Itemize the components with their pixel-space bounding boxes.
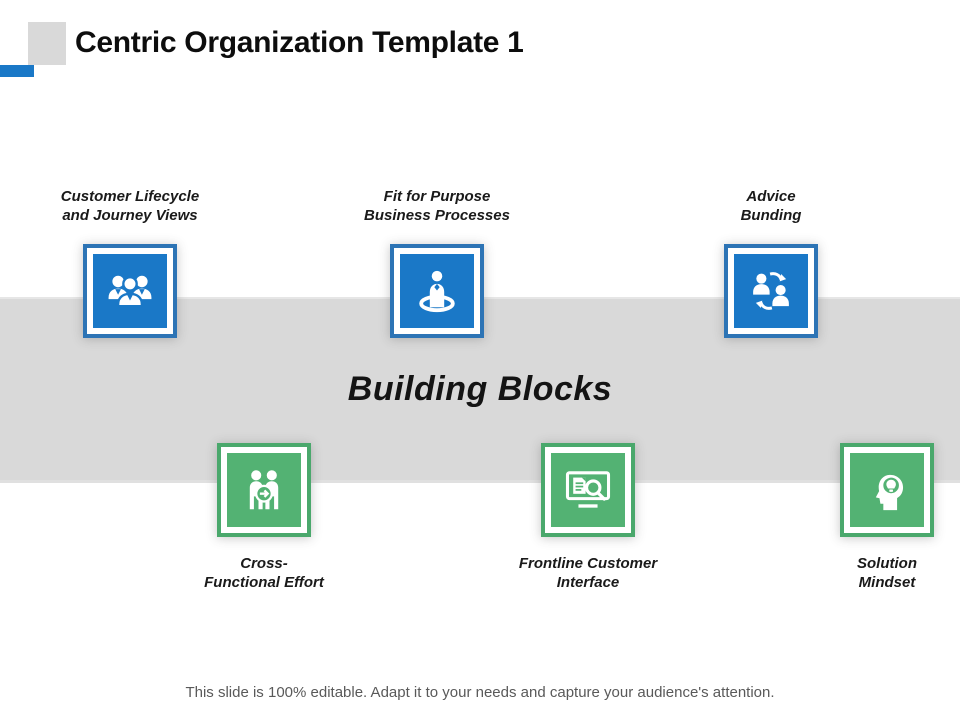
title-accent-bar bbox=[0, 65, 34, 77]
item-label: Customer Lifecycle and Journey Views bbox=[60, 187, 200, 224]
head-lightbulb-icon bbox=[865, 468, 909, 512]
monitor-search-icon bbox=[564, 469, 612, 511]
people-exchange-icon bbox=[749, 269, 793, 313]
item-label: Solution Mindset bbox=[857, 555, 917, 592]
team-icon bbox=[107, 271, 153, 311]
band-title: Building Blocks bbox=[347, 370, 613, 408]
top-item-customer-lifecycle: Customer Lifecycle and Journey Views bbox=[25, 183, 235, 338]
icon-block bbox=[217, 443, 311, 537]
page-title: Centric Organization Template 1 bbox=[75, 26, 524, 59]
item-label: Cross- Functional Effort bbox=[204, 555, 324, 592]
icon-block bbox=[541, 443, 635, 537]
title-accent-square bbox=[28, 22, 66, 65]
top-item-advice-bunding: Advice Bunding bbox=[666, 183, 876, 338]
person-placement-icon bbox=[414, 268, 460, 314]
bottom-item-cross-functional: Cross- Functional Effort bbox=[159, 443, 369, 592]
footer-note: This slide is 100% editable. Adapt it to… bbox=[185, 684, 775, 701]
bottom-item-frontline-interface: Frontline Customer Interface bbox=[483, 443, 693, 592]
icon-block bbox=[840, 443, 934, 537]
item-label: Advice Bunding bbox=[740, 187, 802, 224]
item-label: Fit for Purpose Business Processes bbox=[364, 187, 510, 224]
icon-block bbox=[390, 244, 484, 338]
bottom-item-solution-mindset: Solution Mindset bbox=[782, 443, 960, 592]
cross-functional-people-icon bbox=[242, 468, 286, 512]
icon-block bbox=[724, 244, 818, 338]
item-label: Frontline Customer Interface bbox=[518, 555, 658, 592]
top-item-fit-for-purpose: Fit for Purpose Business Processes bbox=[332, 183, 542, 338]
icon-block bbox=[83, 244, 177, 338]
